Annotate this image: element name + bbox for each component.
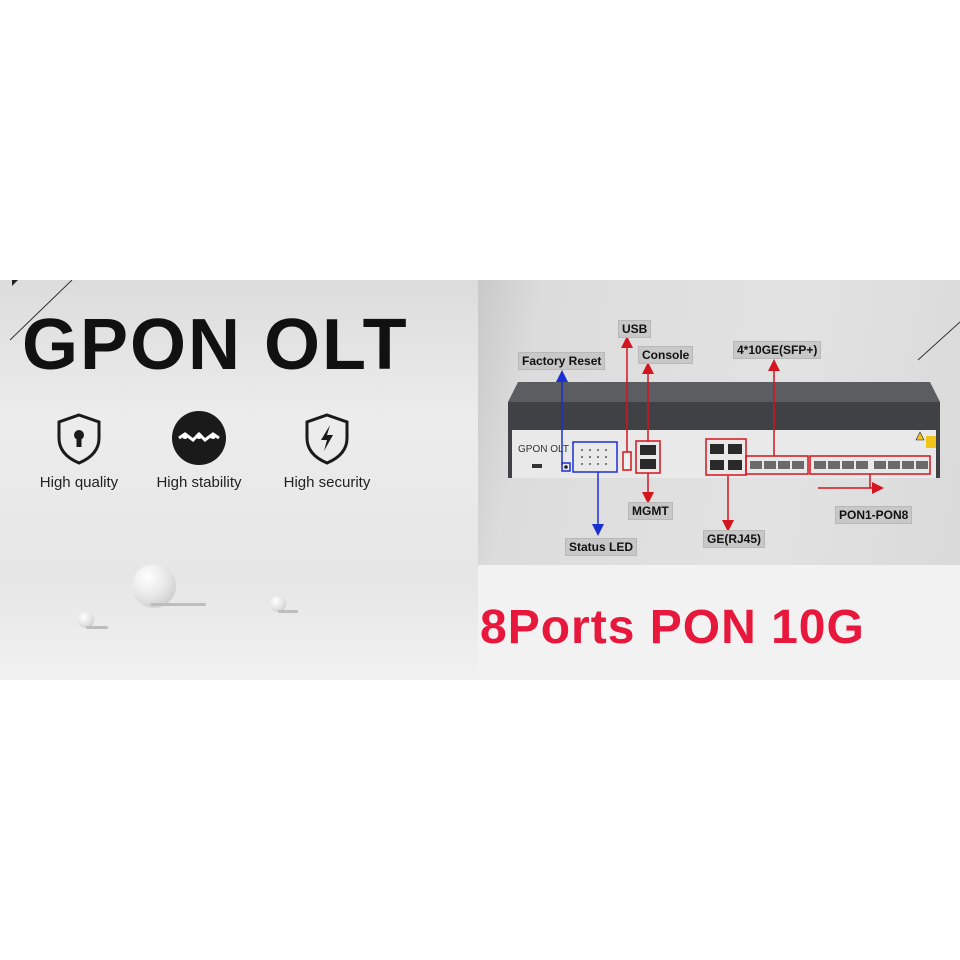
feature-high-security: High security	[272, 410, 382, 491]
decorative-sphere	[132, 564, 176, 608]
callout-ge: GE(RJ45)	[703, 530, 766, 548]
status-led-panel	[572, 441, 618, 473]
feature-label: High security	[283, 474, 371, 491]
warning-label-icon	[926, 436, 936, 448]
page-title: GPON OLT	[22, 305, 409, 385]
decorative-sphere	[78, 612, 94, 628]
sphere-shadow	[278, 610, 298, 613]
lock-shield-icon	[57, 413, 101, 465]
device-front-label: GPON OLT	[518, 444, 569, 455]
callout-factory-reset: Factory Reset	[518, 352, 606, 370]
decorative-lines	[9, 280, 73, 341]
callout-usb: USB	[618, 320, 652, 338]
status-led-dots	[581, 449, 607, 465]
floor	[478, 565, 960, 680]
tagline: 8Ports PON 10G	[480, 601, 865, 654]
callout-mgmt: MGMT	[628, 502, 673, 520]
mgmt-port	[640, 459, 656, 469]
front-vent	[532, 464, 542, 468]
lightning-shield-icon	[305, 413, 349, 465]
warning-icon	[915, 431, 925, 441]
callout-sfp-plus: 4*10GE(SFP+)	[733, 341, 822, 359]
chassis-top	[508, 382, 940, 402]
sphere-shadow	[150, 603, 206, 606]
sphere-shadow	[86, 626, 108, 629]
decorative-sphere	[270, 596, 286, 612]
sfp-plus-ports	[750, 461, 804, 469]
ge-rj45-ports	[710, 444, 742, 470]
feature-high-quality: High quality	[24, 410, 134, 491]
feature-label: High stability	[156, 474, 242, 491]
decorative-line	[917, 321, 960, 361]
callout-pon: PON1-PON8	[835, 506, 913, 524]
console-port	[640, 445, 656, 455]
sfp-plus-frame	[745, 455, 809, 475]
factory-reset-button-outline	[561, 462, 571, 472]
factory-reset-pin	[564, 465, 568, 469]
callout-status-led: Status LED	[565, 538, 638, 556]
stability-icon	[172, 411, 226, 465]
usb-port	[622, 451, 632, 471]
feature-label: High quality	[39, 474, 119, 491]
olt-device-diagram: GPON OLT	[508, 321, 960, 536]
left-panel: GPON OLT High quality High stability	[0, 280, 478, 680]
pon-ports	[814, 461, 928, 469]
callout-console: Console	[638, 346, 694, 364]
feature-high-stability: High stability	[144, 410, 254, 491]
product-banner: GPON OLT High quality High stability	[0, 280, 960, 680]
